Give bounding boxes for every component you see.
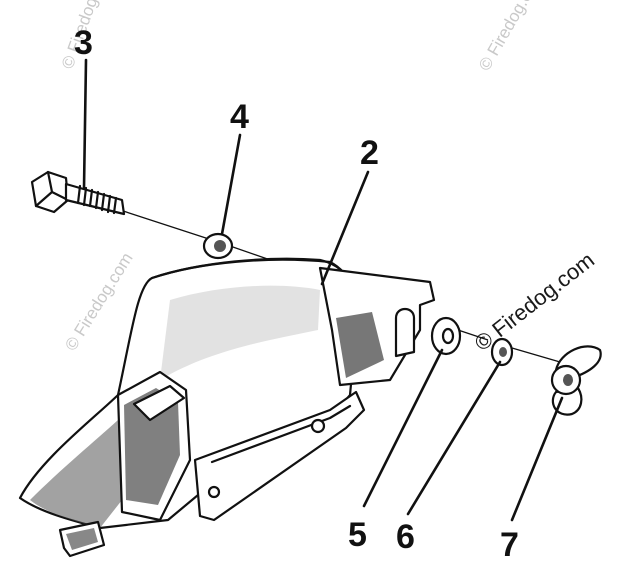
cover-highlight [160, 285, 320, 380]
bolt-threads [76, 184, 118, 215]
cover-foot-shade [66, 528, 98, 550]
wing-nut-hole [563, 374, 573, 386]
flat-washer-hole [441, 327, 455, 345]
leader-2 [320, 170, 370, 286]
flange-bolt-head-1 [310, 418, 326, 434]
mounting-bracket-shade [336, 312, 384, 378]
lock-washer-hole [499, 347, 507, 357]
wing-nut-part [550, 345, 602, 416]
flat-washer-outer [430, 316, 462, 356]
nut-inner [214, 240, 226, 252]
callout-2: 2 [360, 134, 379, 172]
bracket-slot [394, 307, 416, 358]
mounting-bracket [318, 266, 436, 387]
callout-labels: 3 4 2 5 6 7 [74, 24, 519, 564]
callout-6: 6 [396, 518, 415, 556]
watermark-right-middle: © Firedog.com [470, 247, 599, 356]
callout-4: 4 [230, 98, 249, 136]
callout-3: 3 [74, 24, 93, 62]
leader-4 [220, 133, 242, 236]
flange-bolt-head-2 [207, 485, 221, 499]
watermark-left-middle: © Firedog.com [61, 249, 136, 354]
wing-nut-lower-wing [551, 386, 583, 416]
cover-shadow-left [30, 420, 122, 528]
discharge-cover-part [18, 257, 436, 558]
leader-3 [82, 58, 88, 190]
cover-base-flange-inner [210, 404, 352, 464]
nut-part [202, 232, 234, 260]
callout-5: 5 [348, 516, 367, 554]
assembly-axis-line [119, 209, 561, 363]
leader-6 [406, 360, 502, 516]
cover-tab [132, 384, 186, 422]
bolt-part [30, 170, 126, 216]
cover-side-wall-shade [124, 388, 180, 505]
watermark-top-right: © Firedog.com [475, 0, 547, 74]
callout-7: 7 [500, 526, 519, 564]
flat-washer-part [430, 316, 462, 356]
bolt-head-facet [34, 170, 70, 208]
leader-5 [362, 348, 444, 508]
leader-7 [510, 396, 564, 522]
lock-washer-part [490, 337, 514, 367]
leader-lines [82, 58, 564, 522]
